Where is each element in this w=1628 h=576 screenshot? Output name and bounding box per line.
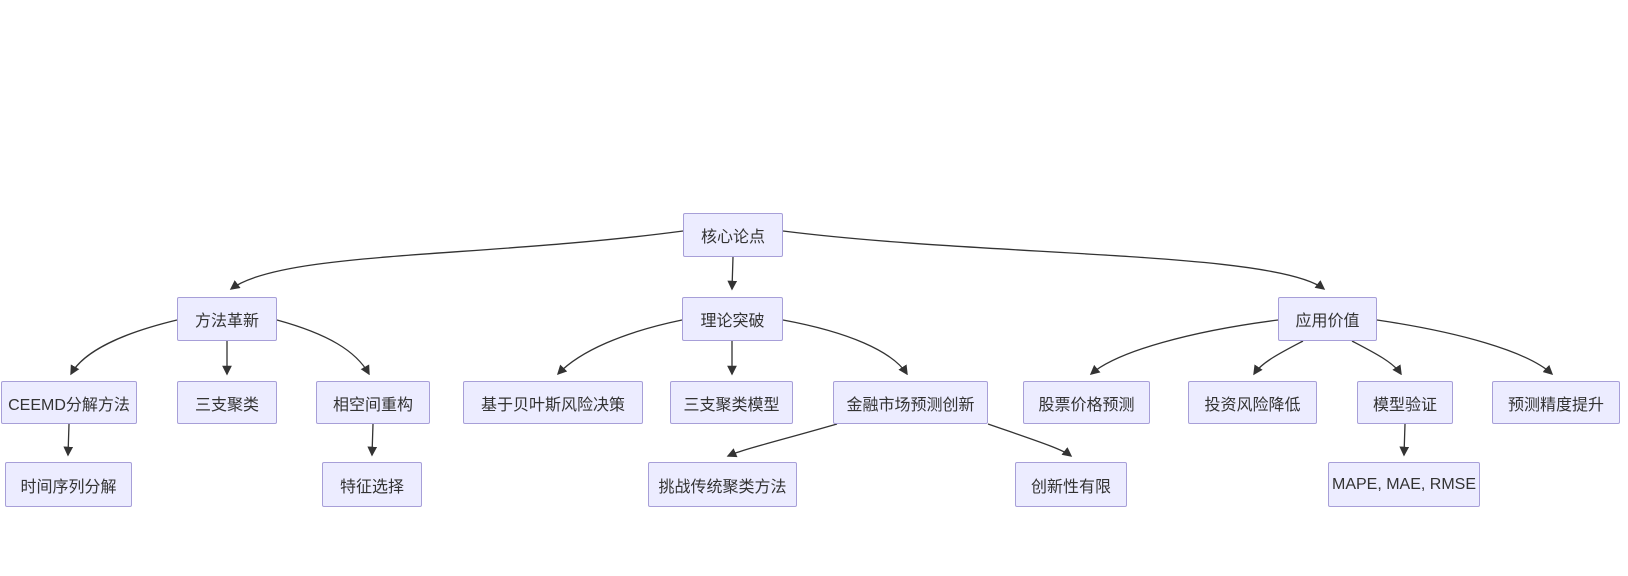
- node-bayesian-risk-decision: 基于贝叶斯风险决策: [463, 381, 643, 424]
- edge-core-to-application: [782, 230, 1326, 290]
- node-application-value: 应用价值: [1278, 297, 1377, 341]
- edge-theory-to-bayesian: [556, 319, 683, 376]
- node-method-innovation: 方法革新: [177, 297, 277, 341]
- edge-core-to-theory: [727, 256, 738, 291]
- node-time-series-decomposition: 时间序列分解: [5, 462, 132, 507]
- edge-application-to-investment: [1253, 340, 1304, 376]
- edge-ceemd-to-timeseries: [63, 423, 74, 457]
- node-three-way-clustering: 三支聚类: [177, 381, 277, 424]
- node-phase-space-reconstruction: 相空间重构: [316, 381, 430, 424]
- node-financial-market-prediction-innovation: 金融市场预测创新: [833, 381, 988, 424]
- node-investment-risk-reduction: 投资风险降低: [1188, 381, 1317, 424]
- edge-application-to-stock: [1089, 319, 1279, 375]
- edge-method-to-phasespace: [276, 319, 370, 376]
- node-theory-breakthrough: 理论突破: [682, 297, 783, 341]
- edge-core-to-method: [229, 230, 684, 290]
- edge-financial-to-limited: [987, 423, 1073, 457]
- edge-application-to-modelvalidation: [1351, 340, 1402, 376]
- node-core-thesis: 核心论点: [683, 213, 783, 257]
- node-challenge-traditional-clustering: 挑战传统聚类方法: [648, 462, 797, 507]
- edge-theory-to-financial: [782, 319, 908, 376]
- node-ceemd-decomposition: CEEMD分解方法: [1, 381, 137, 424]
- edge-application-to-accuracy: [1376, 319, 1554, 375]
- edge-financial-to-challenge: [726, 423, 838, 458]
- edge-modelvalidation-to-mape: [1399, 423, 1410, 457]
- node-model-validation: 模型验证: [1357, 381, 1453, 424]
- node-stock-price-prediction: 股票价格预测: [1023, 381, 1150, 424]
- node-feature-selection: 特征选择: [322, 462, 422, 507]
- node-prediction-accuracy-improvement: 预测精度提升: [1492, 381, 1620, 424]
- node-mape-mae-rmse: MAPE, MAE, RMSE: [1328, 462, 1480, 507]
- node-three-way-clustering-model: 三支聚类模型: [670, 381, 793, 424]
- edge-phasespace-to-featureselection: [367, 423, 378, 457]
- edge-method-to-ceemd: [70, 319, 178, 376]
- node-limited-innovation: 创新性有限: [1015, 462, 1127, 507]
